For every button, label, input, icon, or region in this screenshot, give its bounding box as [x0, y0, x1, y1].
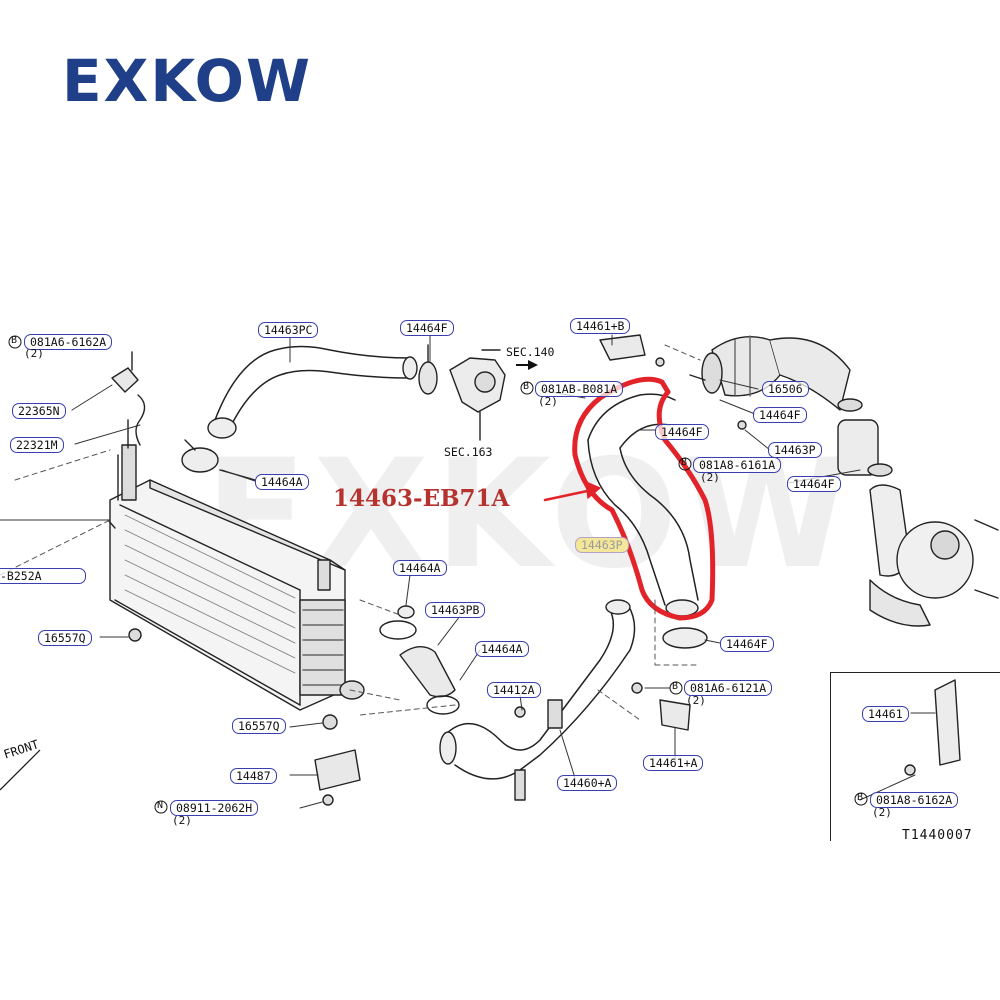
- part-label-14464f[interactable]: 14464F: [753, 407, 807, 423]
- pipe-14463pc: [207, 345, 418, 439]
- part-label-14487[interactable]: 14487: [230, 768, 277, 784]
- part-label-14464f[interactable]: 14464F: [720, 636, 774, 652]
- part-label-22321m[interactable]: 22321M: [10, 437, 64, 453]
- quantity-text: (2): [700, 471, 720, 484]
- brand-logo: EXKOW: [62, 47, 312, 115]
- part-label-14464a[interactable]: 14464A: [255, 474, 309, 490]
- marker-n: N: [157, 800, 164, 811]
- part-label-b252a[interactable]: -B252A: [0, 568, 86, 584]
- part-label-08911-2062h[interactable]: 08911-2062H: [170, 800, 259, 816]
- part-label-14464a[interactable]: 14464A: [475, 641, 529, 657]
- part-label-14464f[interactable]: 14464F: [787, 476, 841, 492]
- part-label-14461a[interactable]: 14461+A: [643, 755, 704, 771]
- part-label-14463p[interactable]: 14463P: [768, 442, 822, 458]
- part-label-081a8-6161a[interactable]: 081A8-6161A: [693, 457, 782, 473]
- part-label-14412a[interactable]: 14412A: [487, 682, 541, 698]
- quantity-text: (2): [872, 806, 892, 819]
- part-label-16506[interactable]: 16506: [762, 381, 809, 397]
- part-label-14464f[interactable]: 14464F: [400, 320, 454, 336]
- part-label-16557q[interactable]: 16557Q: [232, 718, 286, 734]
- part-label-081a6-6162a[interactable]: 081A6-6162A: [24, 334, 113, 350]
- part-label-081a8-6162a[interactable]: 081A8-6162A: [870, 792, 959, 808]
- quantity-text: (2): [172, 814, 192, 827]
- red-highlight: [572, 376, 716, 621]
- marker-b: B: [681, 457, 688, 468]
- quantity-text: (2): [686, 694, 706, 707]
- part-label-14463pc[interactable]: 14463PC: [258, 322, 319, 338]
- part-label-14463p-highlighted[interactable]: 14463P: [575, 537, 629, 553]
- turbocharger: [837, 398, 999, 627]
- marker-b: B: [672, 681, 679, 692]
- part-label-14460a[interactable]: 14460+A: [557, 775, 618, 791]
- part-label-14464a[interactable]: 14464A: [393, 560, 447, 576]
- marker-b: B: [523, 381, 530, 392]
- pipe-14460a: [439, 599, 636, 801]
- section-ref-140: SEC.140: [506, 345, 555, 359]
- part-number-callout: 14463-EB71A: [333, 485, 510, 512]
- part-label-16557q[interactable]: 16557Q: [38, 630, 92, 646]
- part-label-14461[interactable]: 14461: [862, 706, 909, 722]
- quantity-text: (2): [538, 395, 558, 408]
- intercooler: [107, 419, 365, 711]
- marker-b: B: [857, 792, 864, 803]
- part-label-081ab-b081a[interactable]: 081AB-B081A: [535, 381, 624, 397]
- part-label-14461b[interactable]: 14461+B: [570, 318, 631, 334]
- bypass-valve: [449, 349, 506, 441]
- inset-frame: [830, 672, 1000, 841]
- part-label-22365n[interactable]: 22365N: [12, 403, 66, 419]
- quantity-text: (2): [24, 347, 44, 360]
- turbo-inlet-16506: [689, 335, 851, 411]
- part-label-14464f[interactable]: 14464F: [655, 424, 709, 440]
- part-label-14463pb[interactable]: 14463PB: [425, 602, 486, 618]
- section-ref-163: SEC.163: [444, 445, 493, 459]
- part-label-081a6-6121a[interactable]: 081A6-6121A: [684, 680, 773, 696]
- figure-code: T1440007: [902, 828, 973, 843]
- marker-b: B: [11, 335, 18, 346]
